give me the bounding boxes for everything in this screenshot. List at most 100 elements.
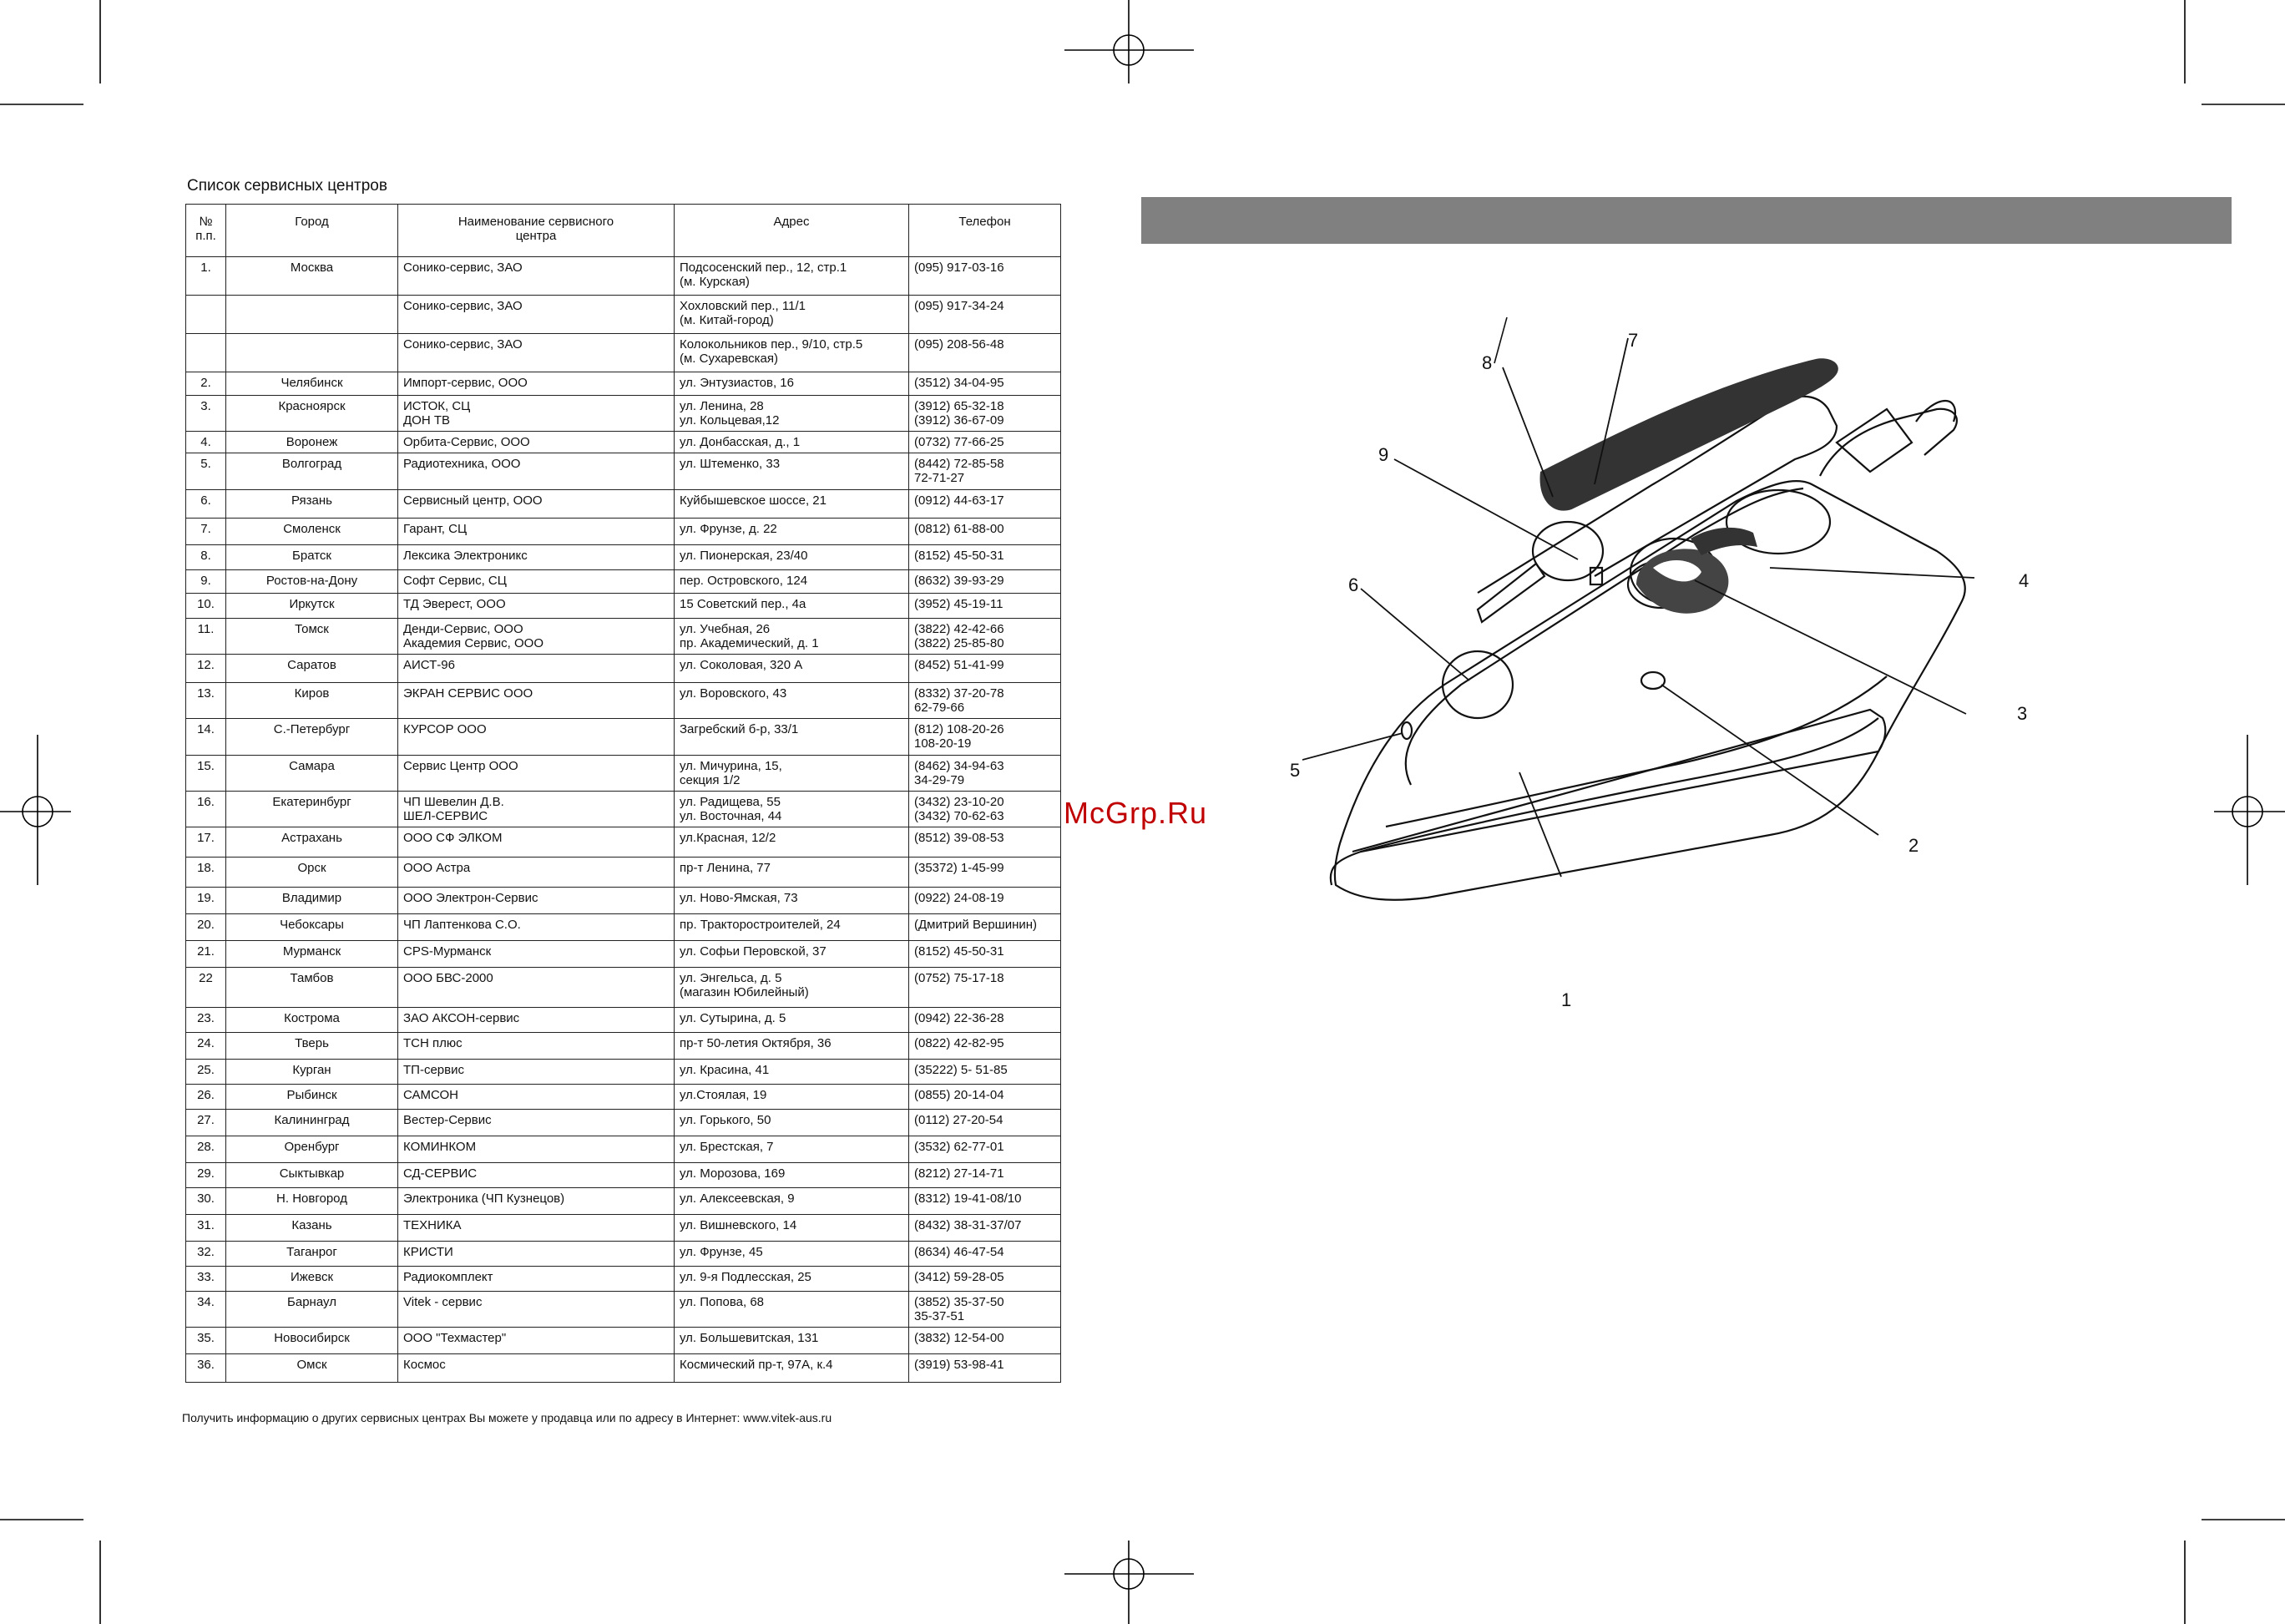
cell-phone: (8452) 51-41-99	[908, 654, 1061, 683]
cell-center: Сонико-сервис, ЗАО	[397, 295, 675, 334]
cell-city: Н. Новгород	[225, 1187, 398, 1215]
cell-phone: (0812) 61-88-00	[908, 518, 1061, 545]
cell-center: КРИСТИ	[397, 1241, 675, 1267]
cell-center: ТЕХНИКА	[397, 1214, 675, 1242]
cell-address: ул. Попова, 68	[674, 1291, 909, 1328]
diagram-label-9: 9	[1378, 444, 1389, 465]
col-header-phone: Телефон	[908, 204, 1061, 257]
cell-number: 34.	[185, 1291, 226, 1328]
cell-center: ООО Астра	[397, 857, 675, 888]
cell-phone: (3412) 59-28-05	[908, 1266, 1061, 1292]
cell-phone: (0922) 24-08-19	[908, 887, 1061, 914]
cell-phone: (3919) 53-98-41	[908, 1353, 1061, 1383]
cell-number: 16.	[185, 791, 226, 827]
cell-city: Рыбинск	[225, 1084, 398, 1110]
cell-city: Томск	[225, 618, 398, 655]
cell-address: ул. Вишневского, 14	[674, 1214, 909, 1242]
cell-address: пр-т Ленина, 77	[674, 857, 909, 888]
cell-center: АИСТ-96	[397, 654, 675, 683]
cell-number: 26.	[185, 1084, 226, 1110]
cell-city: Курган	[225, 1059, 398, 1085]
cell-address: Куйбышевское шоссе, 21	[674, 489, 909, 519]
cell-address: 15 Советский пер., 4а	[674, 593, 909, 619]
cell-address: пер. Островского, 124	[674, 569, 909, 594]
cell-address: ул. Фрунзе, д. 22	[674, 518, 909, 545]
water-inlet	[1400, 721, 1413, 741]
cell-city: Мурманск	[225, 940, 398, 968]
cell-address: ул. Софьи Перовской, 37	[674, 940, 909, 968]
cell-phone: (812) 108-20-26 108-20-19	[908, 718, 1061, 756]
cell-address: ул. Воровского, 43	[674, 682, 909, 719]
cell-center: ЗАО АКСОН-сервис	[397, 1007, 675, 1033]
cell-city: Саратов	[225, 654, 398, 683]
cell-phone: (3822) 42-42-66 (3822) 25-85-80	[908, 618, 1061, 655]
cell-center: Лексика Электроникс	[397, 544, 675, 570]
cell-city: Сыктывкар	[225, 1162, 398, 1188]
cell-address: ул. Большевитская, 131	[674, 1327, 909, 1354]
cell-center: ИСТОК, СЦ ДОН ТВ	[397, 395, 675, 432]
cell-phone: (8312) 19-41-08/10	[908, 1187, 1061, 1215]
cell-center: ООО "Техмастер"	[397, 1327, 675, 1354]
cell-city: Орск	[225, 857, 398, 888]
cell-city: Воронеж	[225, 431, 398, 453]
cell-number	[185, 333, 226, 372]
cell-city: Тамбов	[225, 967, 398, 1008]
cell-phone: (3832) 12-54-00	[908, 1327, 1061, 1354]
cell-address: Подсосенский пер., 12, стр.1 (м. Курская…	[674, 256, 909, 296]
cell-address: ул. Брестская, 7	[674, 1136, 909, 1163]
cell-city	[225, 333, 398, 372]
cell-address: ул. Радищева, 55 ул. Восточная, 44	[674, 791, 909, 827]
cell-number: 15.	[185, 755, 226, 792]
cell-center: Импорт-сервис, ООО	[397, 372, 675, 396]
cell-city: Омск	[225, 1353, 398, 1383]
cell-center: Радиокомплект	[397, 1266, 675, 1292]
cell-number: 31.	[185, 1214, 226, 1242]
cell-number: 35.	[185, 1327, 226, 1354]
cell-center: ЧП Лаптенкова С.О.	[397, 913, 675, 941]
cell-phone: (095) 208-56-48	[908, 333, 1061, 372]
cell-phone: (8634) 46-47-54	[908, 1241, 1061, 1267]
cell-address: ул. Ленина, 28 ул. Кольцевая,12	[674, 395, 909, 432]
cell-city: Владимир	[225, 887, 398, 914]
cell-address: ул. Алексеевская, 9	[674, 1187, 909, 1215]
cell-address: ул. Горького, 50	[674, 1109, 909, 1136]
cell-phone: (8432) 38-31-37/07	[908, 1214, 1061, 1242]
cell-phone: (0752) 75-17-18	[908, 967, 1061, 1008]
cell-number: 20.	[185, 913, 226, 941]
cell-city: Челябинск	[225, 372, 398, 396]
cell-phone: (0822) 42-82-95	[908, 1032, 1061, 1060]
cell-address: ул. Мичурина, 15, секция 1/2	[674, 755, 909, 792]
cell-number: 14.	[185, 718, 226, 756]
steam-button	[1531, 520, 1605, 582]
cell-address: ул. Энтузиастов, 16	[674, 372, 909, 396]
cell-city: Калининград	[225, 1109, 398, 1136]
cell-city: Оренбург	[225, 1136, 398, 1163]
cell-city: Барнаул	[225, 1291, 398, 1328]
cell-address: ул. Штеменко, 33	[674, 453, 909, 490]
cell-center: Сонико-сервис, ЗАО	[397, 256, 675, 296]
cell-phone: (8512) 39-08-53	[908, 827, 1061, 858]
cell-number: 28.	[185, 1136, 226, 1163]
cell-number: 33.	[185, 1266, 226, 1292]
cell-phone: (095) 917-34-24	[908, 295, 1061, 334]
cell-center: ТД Эверест, ООО	[397, 593, 675, 619]
cell-phone: (8442) 72-85-58 72-71-27	[908, 453, 1061, 490]
cell-phone: (8152) 45-50-31	[908, 544, 1061, 570]
cell-center: Радиотехника, ООО	[397, 453, 675, 490]
cell-address: Загребский б-р, 33/1	[674, 718, 909, 756]
cell-phone: (0112) 27-20-54	[908, 1109, 1061, 1136]
cell-city: Смоленск	[225, 518, 398, 545]
